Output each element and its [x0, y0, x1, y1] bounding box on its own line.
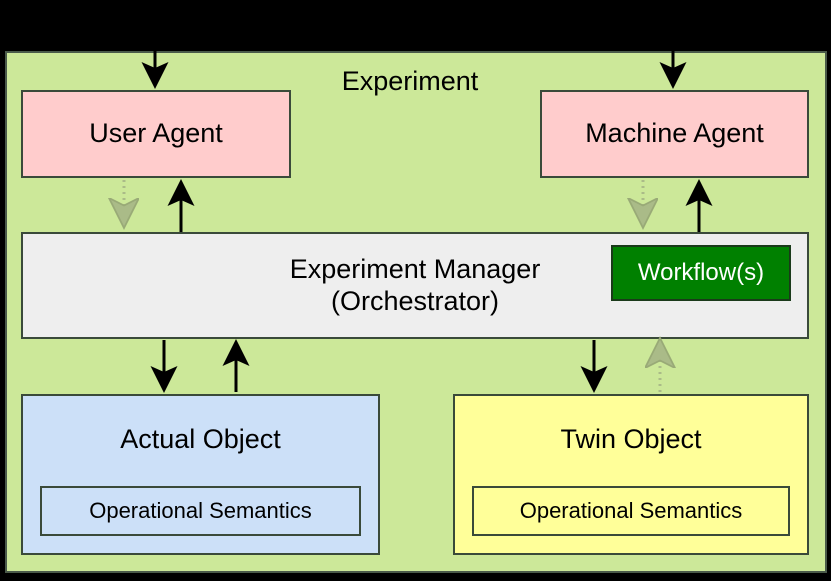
actual-operational-semantics-label: Operational Semantics — [89, 498, 312, 524]
node-user-agent[interactable]: User Agent — [21, 90, 291, 178]
node-workflows[interactable]: Workflow(s) — [611, 245, 791, 301]
twin-object-label: Twin Object — [560, 424, 702, 454]
node-actual-object[interactable]: Actual Object Operational Semantics — [21, 394, 380, 555]
workflows-label: Workflow(s) — [637, 259, 765, 287]
actual-object-label: Actual Object — [120, 424, 281, 454]
node-machine-agent[interactable]: Machine Agent — [540, 90, 809, 178]
machine-agent-label: Machine Agent — [585, 118, 764, 149]
node-twin-object[interactable]: Twin Object Operational Semantics — [453, 394, 809, 555]
node-twin-operational-semantics[interactable]: Operational Semantics — [472, 486, 790, 536]
node-actual-operational-semantics[interactable]: Operational Semantics — [40, 486, 361, 536]
experiment-manager-label: Experiment Manager (Orchestrator) — [289, 254, 541, 316]
user-agent-label: User Agent — [89, 118, 223, 149]
experiment-title: Experiment — [341, 66, 479, 96]
twin-operational-semantics-label: Operational Semantics — [519, 498, 743, 524]
